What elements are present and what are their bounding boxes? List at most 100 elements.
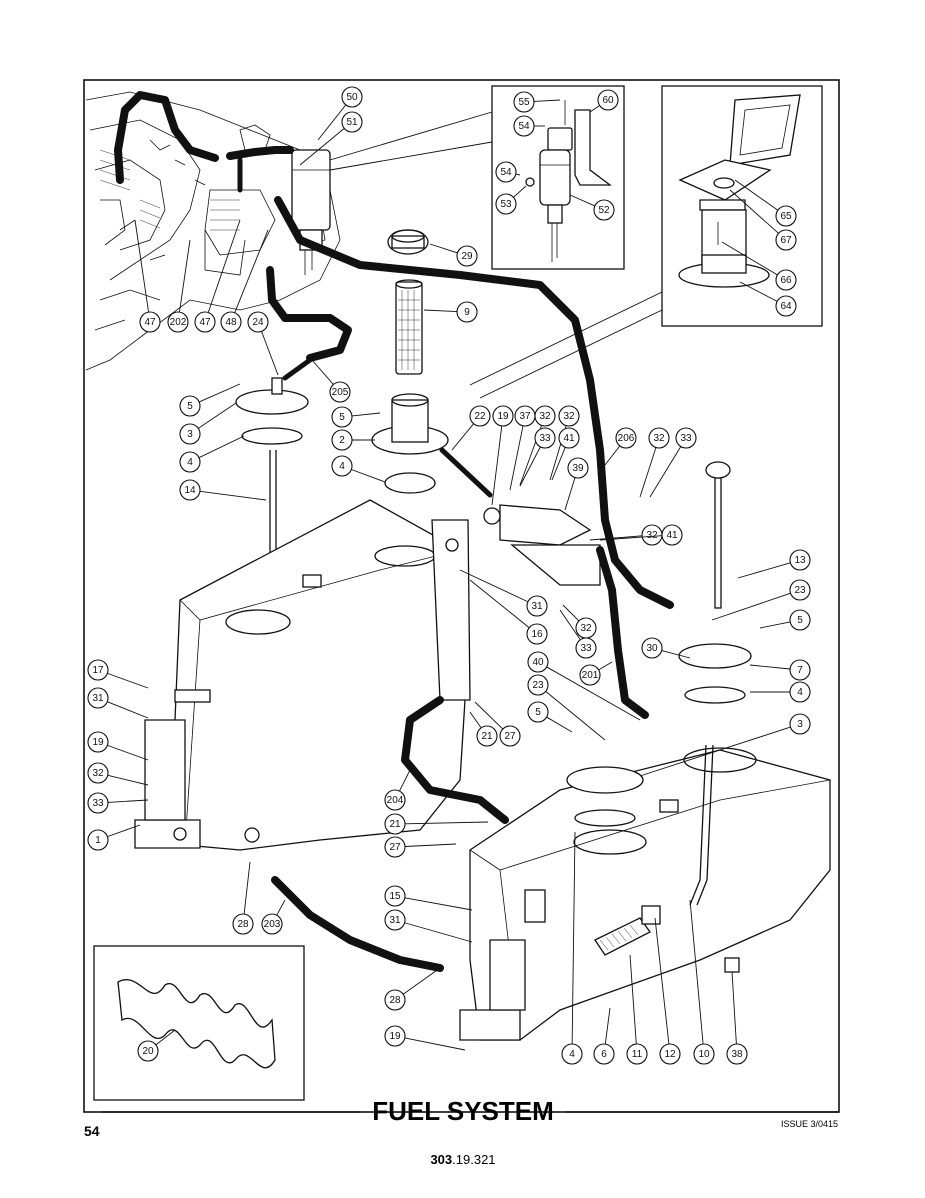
- callout-39: 39: [564, 457, 589, 511]
- filler-neck: [371, 393, 449, 494]
- callout-circle: [513, 115, 535, 137]
- callout-55: 55: [513, 91, 561, 113]
- callout-leader: [207, 219, 241, 313]
- callout-41: 41: [599, 524, 683, 546]
- issue-label: ISSUE 3/0415: [781, 1119, 838, 1129]
- right-sender-unit: [678, 461, 752, 906]
- callout-label: 5: [187, 401, 193, 412]
- callout-label: 54: [500, 167, 512, 178]
- callout-label: 203: [264, 919, 281, 930]
- callout-label: 23: [532, 680, 544, 691]
- callout-leader: [107, 824, 141, 838]
- callout-circle: [329, 381, 351, 403]
- callout-circle: [220, 311, 242, 333]
- callout-label: 4: [797, 687, 803, 698]
- callout-leader: [649, 446, 682, 498]
- callout-leader: [243, 861, 251, 915]
- callout-circle: [495, 193, 517, 215]
- callout-30: 30: [641, 637, 691, 659]
- callout-circle: [476, 725, 498, 747]
- callout-circle: [341, 86, 363, 108]
- callout-leader: [404, 1037, 466, 1051]
- callout-47: 47: [194, 219, 241, 333]
- callout-leader: [564, 477, 576, 511]
- callout-leader: [404, 922, 473, 943]
- callout-leader: [402, 967, 441, 995]
- callout-label: 4: [569, 1049, 575, 1060]
- diagram-frame: [83, 79, 840, 1113]
- callout-circle: [384, 1025, 406, 1047]
- callout-label: 206: [618, 433, 635, 444]
- callout-circle: [775, 205, 797, 227]
- callout-label: 31: [531, 601, 543, 612]
- callout-47: 47: [134, 219, 161, 333]
- callout-circle: [775, 295, 797, 317]
- callout-leader: [234, 229, 269, 313]
- callout-label: 55: [518, 97, 530, 108]
- callout-label: 202: [170, 317, 187, 328]
- callout-circle: [87, 829, 109, 851]
- callout-13: 13: [737, 549, 811, 579]
- callout-17: 17: [87, 659, 149, 689]
- callout-label: 1: [95, 835, 101, 846]
- document-number: 303.19.321: [430, 1152, 495, 1167]
- callout-37: 37: [509, 405, 536, 491]
- callout-leader: [737, 562, 791, 579]
- callout-label: 38: [731, 1049, 743, 1060]
- callout-4: 4: [750, 681, 811, 703]
- callout-9: 9: [423, 301, 478, 323]
- callout-50: 50: [317, 86, 363, 141]
- callout-3: 3: [639, 713, 811, 777]
- callout-circle: [384, 885, 406, 907]
- callout-202: 202: [167, 239, 191, 333]
- callout-201: 201: [579, 661, 613, 686]
- callout-19: 19: [384, 1025, 466, 1051]
- callout-leader: [198, 402, 237, 429]
- inset-spiral-detail: [93, 945, 305, 1101]
- callout-label: 52: [598, 205, 610, 216]
- callout-leader: [199, 490, 267, 501]
- strainer-assembly: [387, 229, 429, 375]
- lower-sender-plate: [566, 766, 644, 794]
- callout-leader: [134, 219, 149, 313]
- callout-leader: [429, 243, 458, 254]
- callout-leader: [604, 1007, 611, 1045]
- callout-23: 23: [527, 674, 606, 741]
- callout-circle: [693, 1043, 715, 1065]
- callout-label: 13: [794, 555, 806, 566]
- callout-41: 41: [551, 427, 580, 481]
- callout-33: 33: [559, 609, 597, 659]
- callout-circle: [331, 429, 353, 451]
- callout-circle: [615, 427, 637, 449]
- callout-48: 48: [220, 229, 269, 333]
- callout-label: 20: [142, 1046, 154, 1057]
- engine-assembly: [85, 91, 341, 371]
- callout-label: 47: [144, 317, 156, 328]
- callout-leader: [107, 774, 149, 786]
- page-number: 54: [84, 1123, 100, 1139]
- callout-circle: [139, 311, 161, 333]
- callout-label: 67: [780, 235, 792, 246]
- callout-leader: [729, 189, 779, 234]
- callout-203: 203: [261, 899, 286, 935]
- callout-32: 32: [589, 524, 663, 546]
- callout-27: 27: [474, 701, 521, 747]
- callout-circle: [469, 405, 491, 427]
- callout-leader: [276, 899, 286, 916]
- callout-32: 32: [87, 762, 149, 786]
- callout-33: 33: [519, 427, 556, 487]
- callout-leader: [107, 799, 149, 803]
- callout-leader: [459, 569, 529, 603]
- callout-circle: [534, 427, 556, 449]
- callout-32: 32: [639, 427, 670, 498]
- callout-circle: [648, 427, 670, 449]
- callout-circle: [384, 836, 406, 858]
- callout-label: 205: [332, 387, 349, 398]
- callout-leader: [515, 173, 521, 176]
- callout-24: 24: [247, 311, 279, 376]
- callout-leader: [711, 592, 791, 621]
- callout-label: 32: [580, 623, 592, 634]
- callout-leader: [731, 971, 737, 1045]
- callout-leader: [509, 425, 524, 491]
- callout-27: 27: [384, 836, 457, 858]
